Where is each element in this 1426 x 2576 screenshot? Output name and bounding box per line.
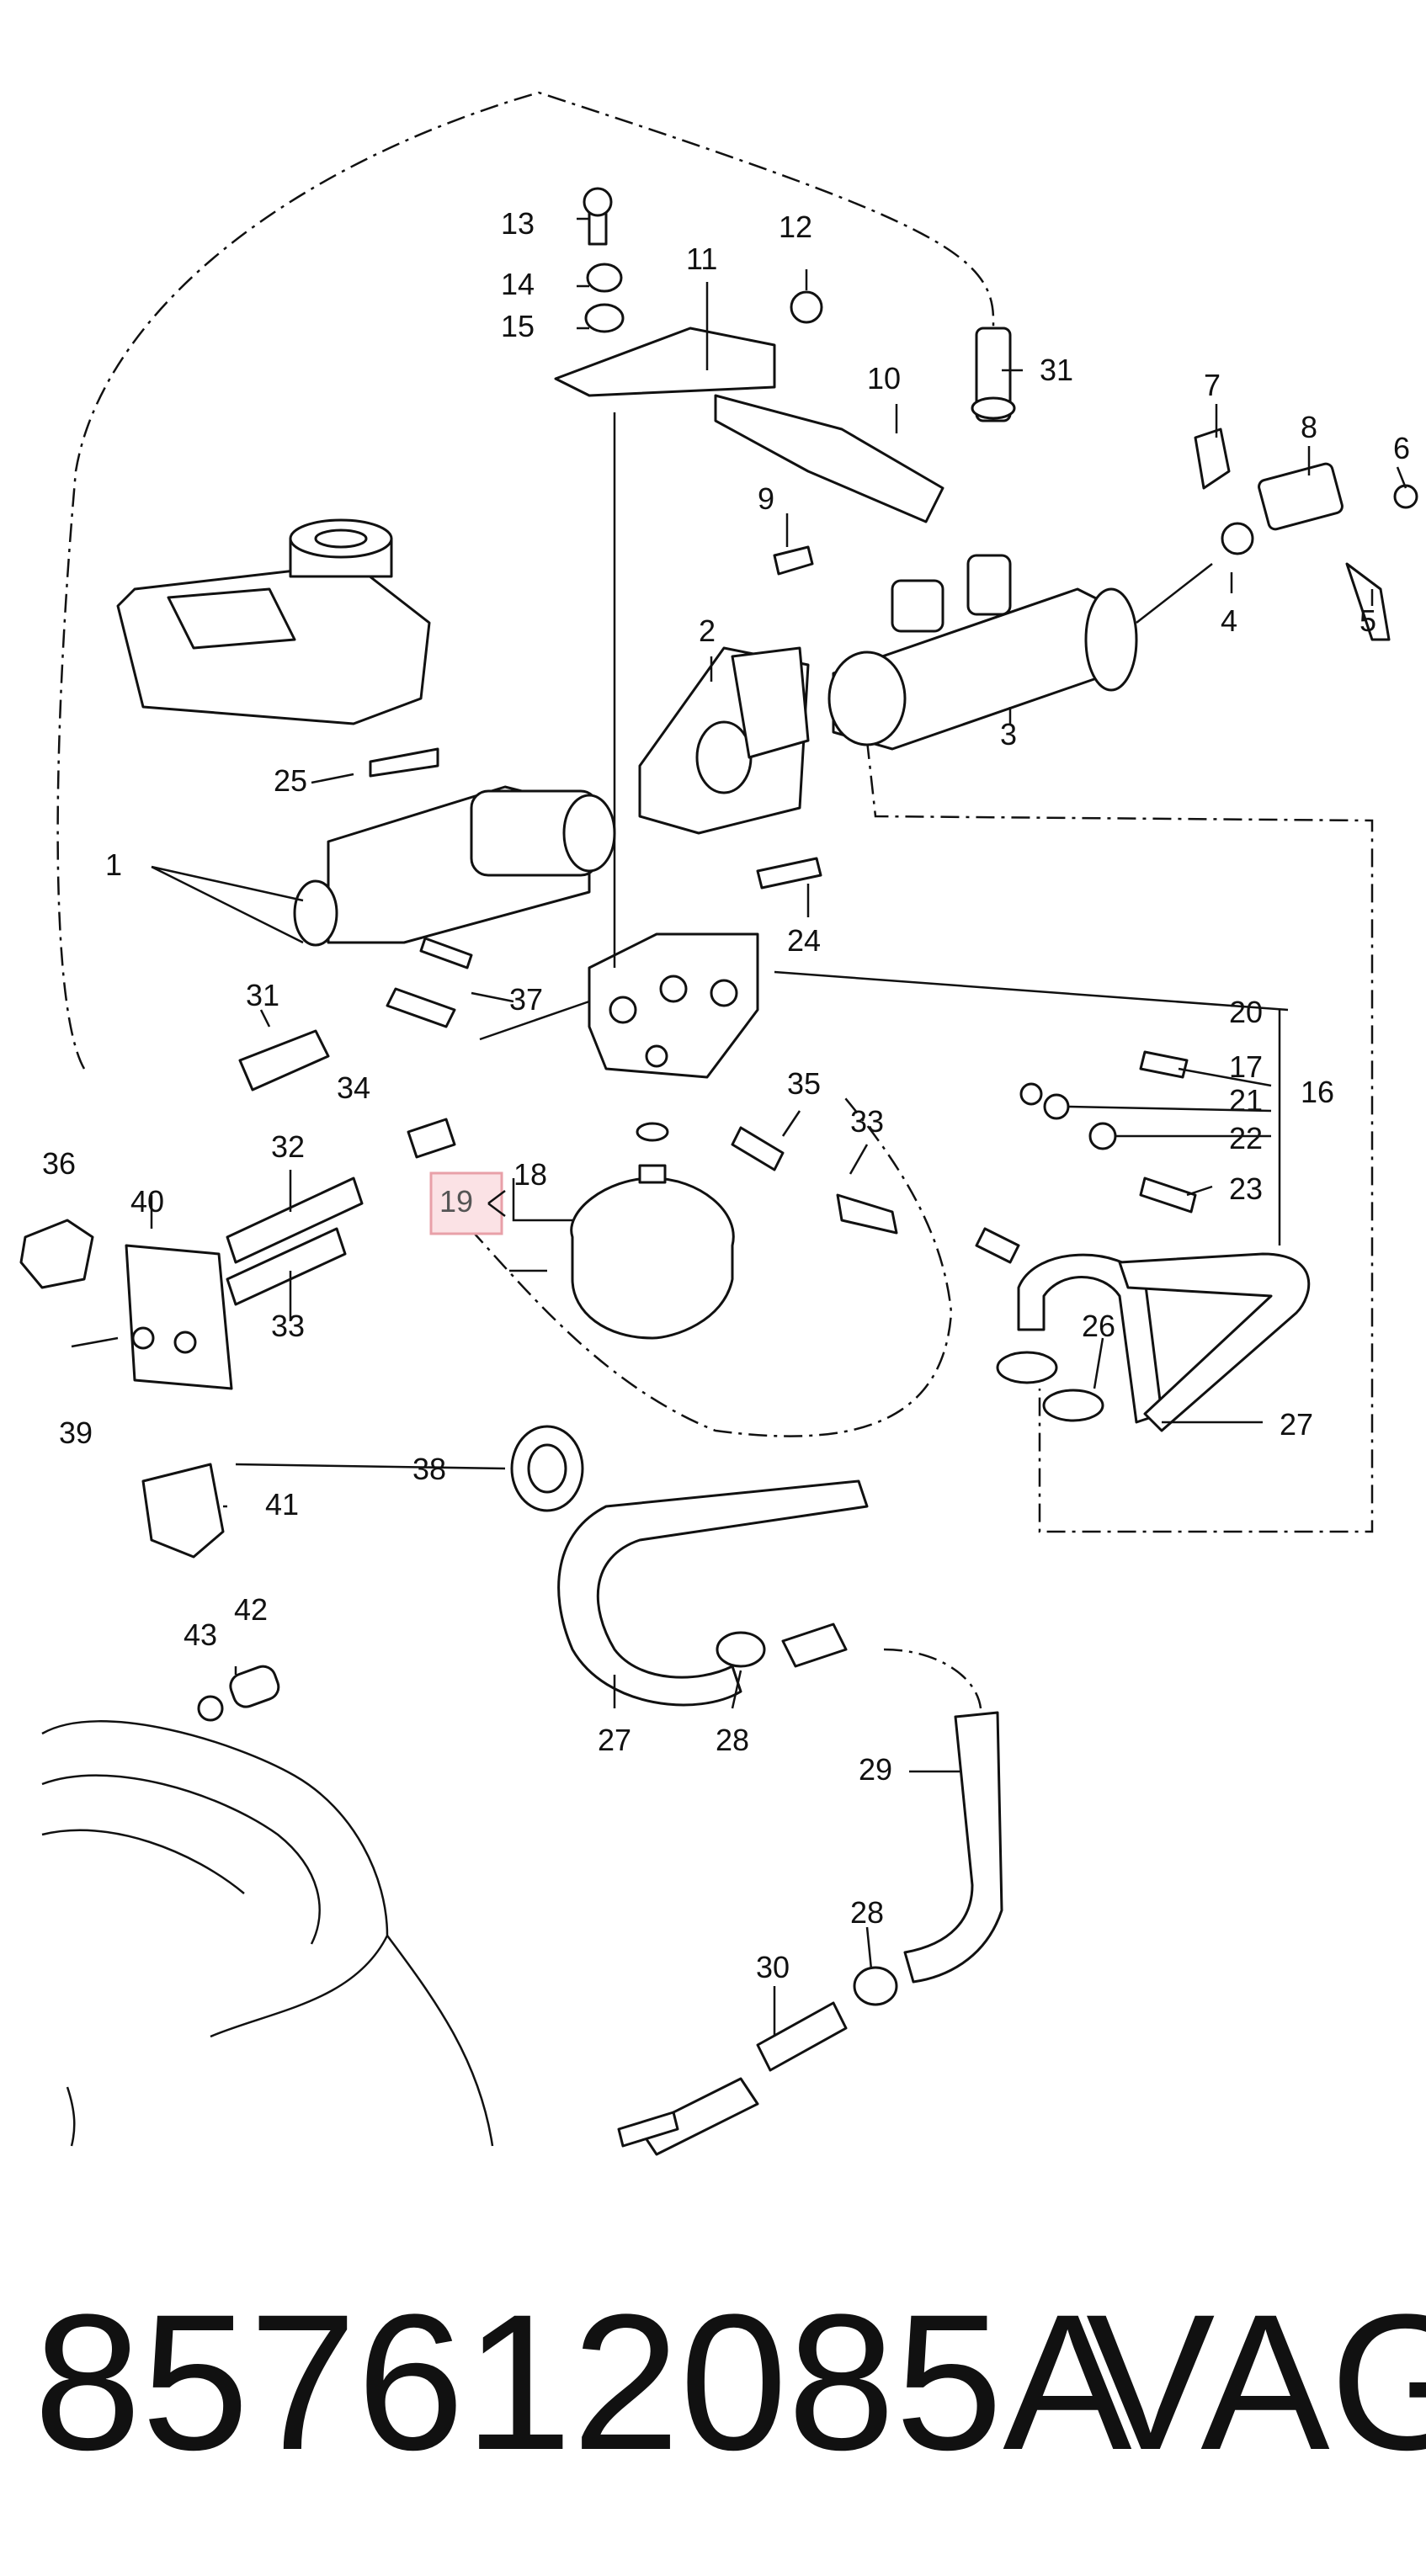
callout-4: 4 (1221, 603, 1237, 638)
tank-hose-path (883, 1648, 982, 1709)
assembly-boundary (56, 91, 995, 1070)
cap-and-clip (197, 1665, 280, 1722)
callout-6: 6 (1393, 431, 1410, 465)
callout-26: 26 (1082, 1309, 1115, 1343)
callout-39: 39 (59, 1415, 93, 1450)
callout-35: 35 (787, 1066, 821, 1101)
callout-31b: 31 (246, 978, 279, 1012)
mounting-bracket (554, 187, 1016, 523)
callout-14: 14 (501, 267, 535, 301)
right-group-box (865, 740, 1374, 1533)
callout-33b: 33 (271, 1309, 305, 1343)
brake-fluid-reservoir (116, 518, 431, 725)
reservoir-return-hose (557, 1479, 1003, 2156)
seal-group (1019, 1050, 1189, 1150)
callout-41: 41 (265, 1487, 299, 1522)
callout-29: 29 (859, 1752, 892, 1787)
lower-boundary (445, 1093, 953, 1437)
callout-15: 15 (501, 309, 535, 343)
callout-33a: 33 (850, 1104, 884, 1139)
callout-19: 19 (439, 1184, 473, 1219)
callout-27b: 27 (598, 1723, 631, 1757)
callout-21: 21 (1229, 1083, 1263, 1118)
pipe-bracket (19, 1219, 233, 1559)
callout-3: 3 (1000, 717, 1017, 752)
callout-17: 17 (1229, 1049, 1263, 1084)
callout-10: 10 (867, 361, 901, 396)
callout-38: 38 (412, 1452, 446, 1486)
callout-23: 23 (1229, 1171, 1263, 1206)
callout-9: 9 (758, 481, 774, 516)
callout-8: 8 (1301, 410, 1317, 444)
callout-36: 36 (42, 1146, 76, 1181)
callout-11: 11 (686, 242, 717, 276)
pressure-valve-block (588, 932, 759, 1079)
callout-7: 7 (1204, 368, 1221, 402)
callout-34: 34 (337, 1070, 370, 1105)
callout-31a: 31 (1040, 353, 1073, 387)
callout-40: 40 (130, 1184, 164, 1219)
callout-2: 2 (699, 613, 716, 648)
part-number: 857612085A (34, 2274, 1132, 2490)
callout-37: 37 (509, 982, 543, 1017)
callout-12: 12 (779, 210, 812, 244)
grommet (510, 1425, 584, 1512)
master-cylinder (293, 785, 616, 947)
callout-32: 32 (271, 1129, 305, 1164)
callout-42: 42 (234, 1592, 268, 1627)
callout-28a: 28 (716, 1723, 749, 1757)
brake-pipes (226, 1029, 1020, 1306)
brand-name: VAG (1086, 2274, 1426, 2490)
callout-22: 22 (1229, 1121, 1263, 1155)
callout-30: 30 (756, 1950, 790, 1984)
clutch-master-cylinder (827, 554, 1213, 751)
clutch-hose (996, 1252, 1311, 1432)
vehicle-body-panel (41, 1720, 494, 2147)
callout-5: 5 (1359, 603, 1376, 638)
callout-20: 20 (1229, 995, 1263, 1029)
callout-43: 43 (184, 1617, 217, 1652)
callout-28b: 28 (850, 1895, 884, 1930)
pressure-accumulator (570, 1122, 735, 1340)
callout-13: 13 (501, 206, 535, 241)
bolts (369, 545, 1197, 1214)
callout-25: 25 (274, 763, 307, 798)
callout-16: 16 (1301, 1075, 1334, 1109)
callout-24: 24 (787, 923, 821, 958)
callout-27a: 27 (1280, 1407, 1313, 1442)
push-rod-clevis (1194, 428, 1418, 641)
callout-1: 1 (105, 847, 122, 882)
callout-18: 18 (513, 1157, 547, 1192)
brake-servo-gasket (638, 646, 810, 835)
leader-lines (71, 217, 1407, 2037)
